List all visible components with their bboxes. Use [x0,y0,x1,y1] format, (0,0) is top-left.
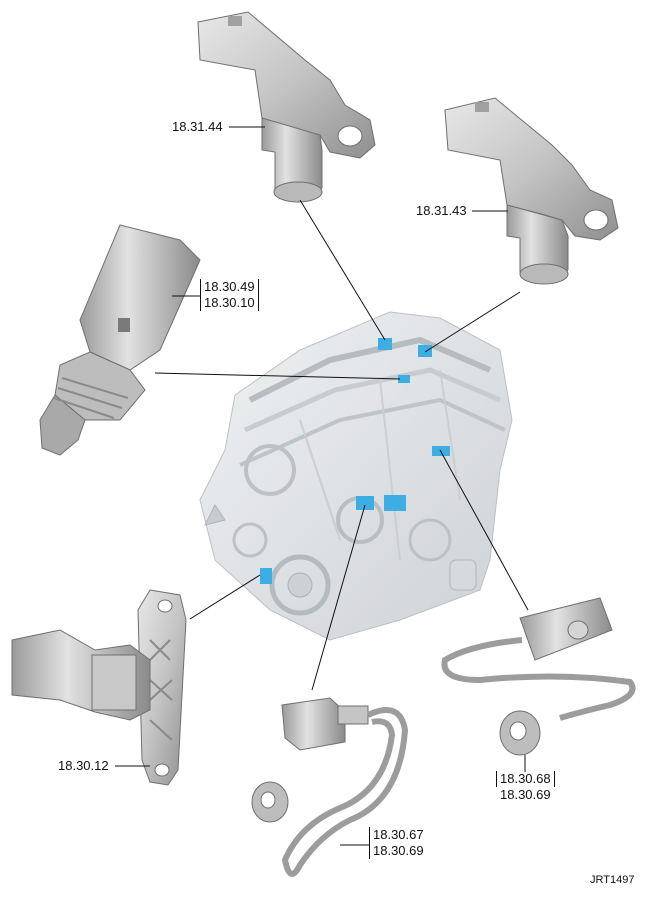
label-cmp-sensor-b: 18.31.43 [416,203,467,218]
label-temp-sensor-2: 18.30.10 [204,295,255,310]
label-cmp-sensor-a: 18.31.44 [172,119,223,134]
highlight-knock-a2 [384,495,406,511]
label-group-temp-sensor: 18.30.49 18.30.10 [200,279,259,311]
label-knock-a-1: 18.30.67 [373,827,424,842]
label-knock-b-1: 18.30.68 [496,771,555,787]
engine-block [199,311,513,641]
highlight-knock-a [356,496,374,510]
label-group-knock-a: 18.30.67 18.30.69 [369,827,424,859]
highlight-temp [398,375,410,383]
highlight-cmp-b [418,345,432,357]
highlight-cmp-a [378,338,392,350]
knock-sensor-a [251,697,409,877]
knock-sensor-b [441,597,636,756]
label-knock-a-2: 18.30.69 [373,843,424,858]
crankshaft-sensor [11,589,187,786]
temperature-sensor [39,224,201,456]
label-temp-sensor-1: 18.30.49 [204,279,255,294]
label-knock-b-2: 18.30.69 [500,787,551,802]
highlight-ckp [260,568,272,584]
camshaft-sensor-b [444,97,619,285]
label-group-knock-b: 18.30.68 18.30.69 [496,771,555,803]
figure-reference: JRT1497 [590,874,635,886]
label-ckp-sensor: 18.30.12 [58,758,109,773]
camshaft-sensor-a [197,11,376,203]
leader-lines [115,126,529,846]
